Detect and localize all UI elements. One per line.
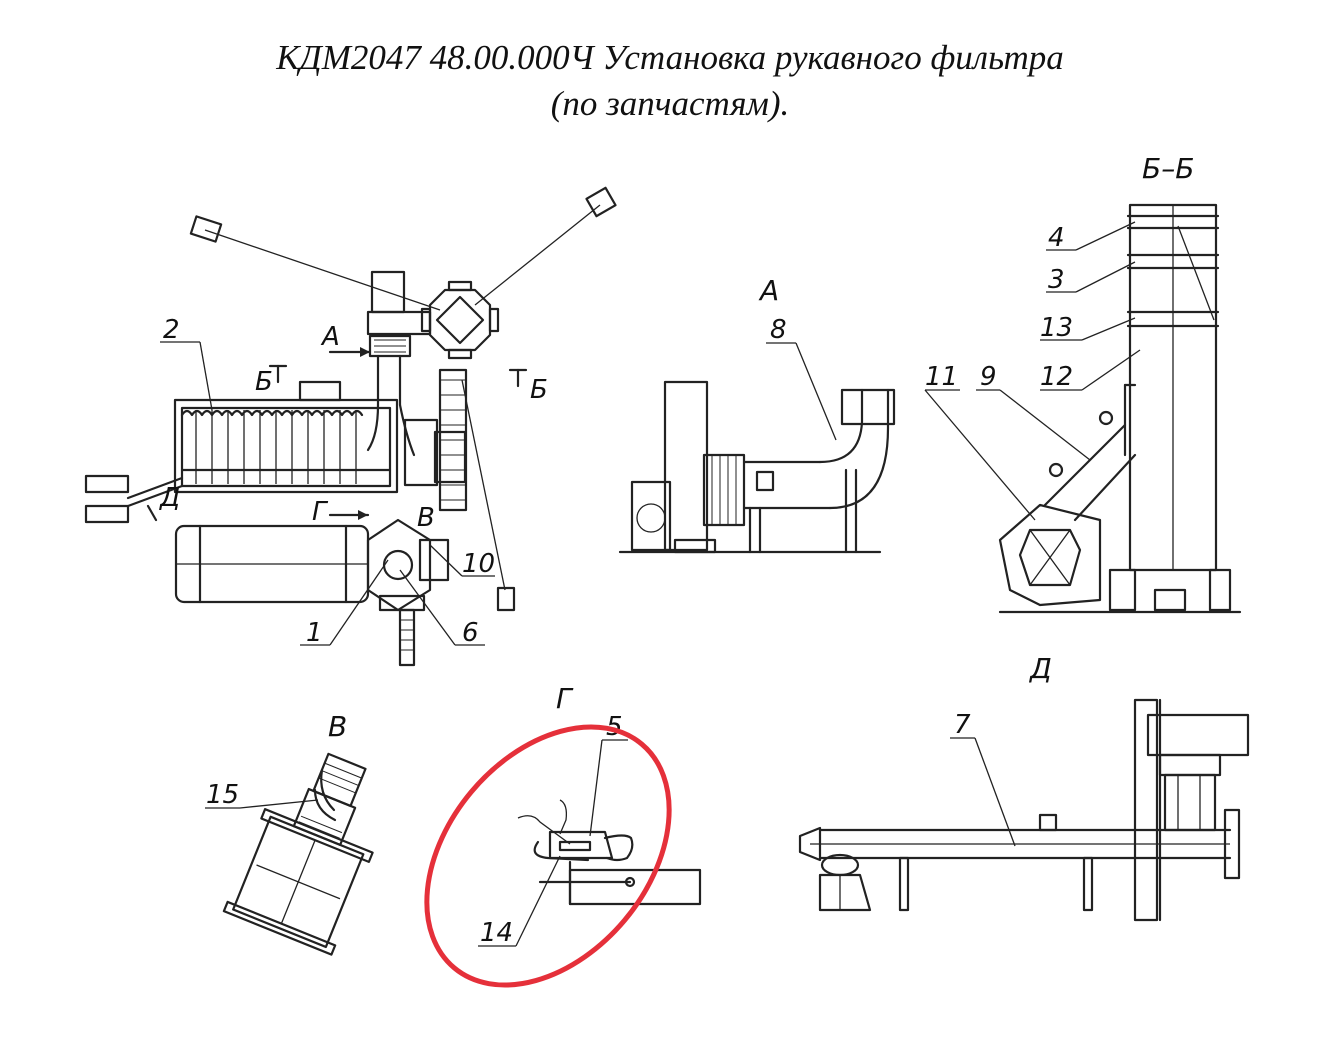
svg-text:11: 11 [925, 362, 958, 392]
callout-5: 5 [589, 712, 628, 837]
view-bb-title: Б–Б [1142, 152, 1194, 185]
callout-13: 13 [1040, 313, 1136, 343]
callout-3: 3 [1046, 261, 1136, 295]
view-bb-stack [998, 203, 1242, 614]
view-marker-a: А [320, 322, 340, 352]
callout-1: 1 [300, 559, 389, 648]
callout-11: 11 [924, 362, 1036, 521]
callout-2: 2 [160, 315, 213, 411]
callout-10: 10 [429, 544, 495, 579]
view-a-title: А [758, 274, 779, 307]
svg-text:6: 6 [462, 618, 479, 648]
main-plan-view [84, 186, 617, 667]
drawing-title-line-1: КДМ2047 48.00.000Ч Установка рукавного ф… [276, 38, 1064, 77]
view-a-fan-ductwork [618, 380, 896, 554]
view-marker-v: В [417, 503, 435, 533]
svg-text:12: 12 [1040, 362, 1073, 392]
callout-7: 7 [950, 710, 1016, 847]
svg-text:7: 7 [954, 710, 971, 740]
section-marker-b-right: Б [530, 375, 548, 405]
svg-text:15: 15 [206, 780, 239, 810]
svg-text:9: 9 [980, 362, 997, 392]
view-g-title: Г [556, 682, 574, 715]
view-marker-g: Г [312, 497, 329, 527]
callout-8: 8 [766, 315, 837, 441]
view-d-screw-conveyor [798, 698, 1250, 922]
callout-15: 15 [205, 780, 319, 810]
view-g-valve-detail [517, 799, 702, 906]
callout-6: 6 [399, 569, 485, 648]
svg-text:1: 1 [306, 618, 323, 648]
callout-14: 14 [478, 855, 561, 948]
view-d-title: Д [1028, 652, 1052, 685]
drawing-title-line-2: (по запчастям). [550, 84, 790, 123]
svg-text:8: 8 [770, 315, 787, 345]
svg-text:14: 14 [480, 918, 513, 948]
callout-12: 12 [1040, 349, 1141, 392]
svg-text:5: 5 [606, 712, 623, 742]
highlight-ellipse [424, 724, 672, 988]
view-marker-d: Д [159, 483, 180, 513]
svg-text:10: 10 [462, 549, 495, 579]
callout-9: 9 [976, 362, 1091, 461]
view-v-flange-detail [222, 752, 374, 956]
section-marker-b-left: Б [255, 367, 273, 397]
callout-4: 4 [1046, 221, 1136, 253]
svg-text:2: 2 [163, 315, 180, 345]
svg-text:3: 3 [1048, 265, 1065, 295]
view-v-title: В [328, 710, 347, 743]
svg-text:13: 13 [1040, 313, 1073, 343]
svg-text:4: 4 [1048, 223, 1065, 253]
